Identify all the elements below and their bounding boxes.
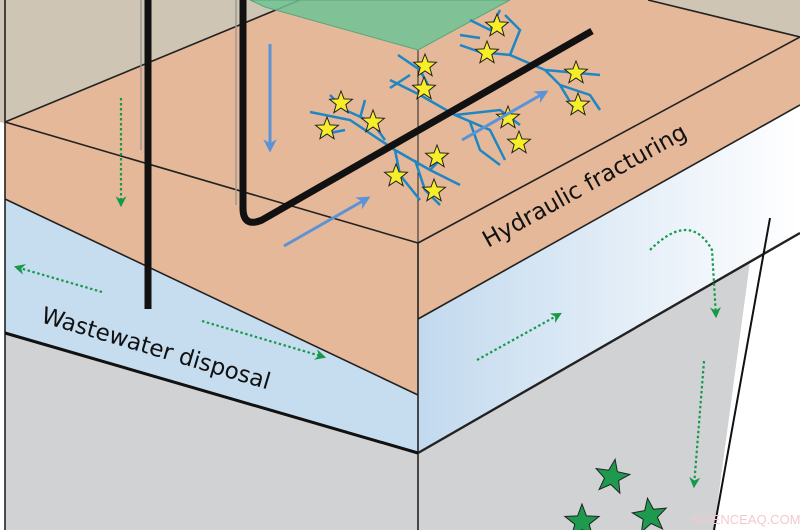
block-edges (4, 0, 800, 530)
green-arrow-curved-icon (649, 228, 721, 319)
basement-right (418, 262, 750, 530)
shale-layer-left (5, 122, 418, 395)
microseismic-star-icon (411, 75, 437, 100)
microseismic-star-icon (314, 115, 340, 140)
aquifer-base-line (4, 331, 419, 455)
watermark: SCIENCEAQ.COM (690, 512, 800, 527)
microseismic-star-icon (506, 129, 532, 154)
microseismic-star-icon (424, 143, 450, 168)
fluid-migration-arrows (13, 98, 721, 489)
microseismic-star-icon (495, 104, 521, 129)
earthquake-star-icon (594, 457, 632, 495)
fault-block (714, 233, 800, 530)
earthquake-star-icon (630, 496, 668, 530)
blue-arrow-diagonal-icon (461, 90, 549, 142)
microseismic-star-icon (360, 108, 386, 133)
microseismic-star-icon (421, 177, 447, 202)
aquifer-layer-right (418, 105, 800, 453)
injection-arrows (263, 44, 549, 248)
microseismic-star-icon (412, 52, 438, 77)
microseismic-star-icon (474, 39, 500, 64)
green-arrow-right-icon (476, 312, 562, 361)
microseismic-star-icon (328, 89, 354, 114)
microseismic-star-icon (565, 91, 591, 116)
horizontal-fracking-well (239, 0, 594, 226)
aquifer-layer-left (5, 199, 418, 453)
shale-top-surface (5, 0, 800, 243)
fault-line (713, 217, 771, 530)
green-arrow-right-icon (201, 319, 327, 360)
microseismic-star-icon (563, 59, 589, 84)
microseismic-star-icon (484, 12, 510, 37)
blue-arrow-diagonal-icon (283, 196, 371, 248)
microseismic-star-icon (383, 162, 409, 187)
shale-layer-right (418, 37, 800, 319)
microseismic-stars (314, 12, 591, 202)
basement-left (5, 333, 418, 530)
green-arrow-down-icon (689, 360, 706, 489)
well-pad (249, 0, 511, 51)
